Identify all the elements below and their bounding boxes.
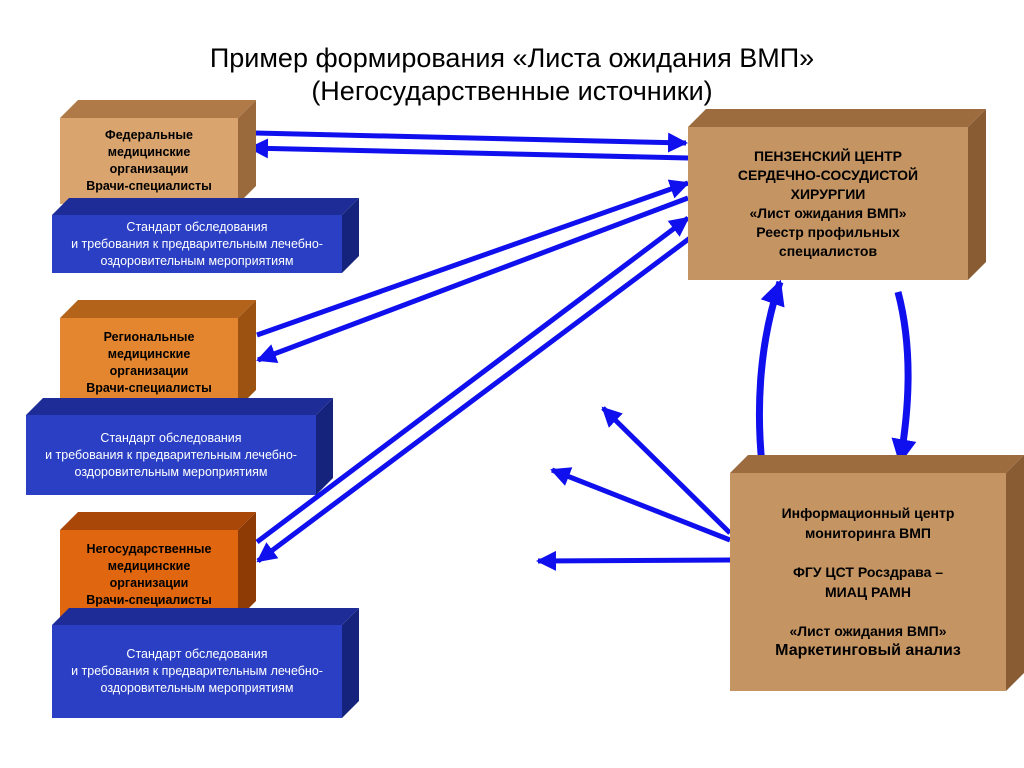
arrow-info-to-center (755, 279, 785, 466)
penza-center-box: ПЕНЗЕНСКИЙ ЦЕНТР СЕРДЕЧНО-СОСУДИСТОЙ ХИР… (688, 109, 986, 280)
title-line-2: (Негосударственные источники) (311, 76, 713, 106)
standard-text-line: и требования к предварительным лечебно- (45, 447, 297, 462)
title-line-1: Пример формирования «Листа ожидания ВМП» (209, 43, 815, 73)
info-text-line: ФГУ ЦСТ Росздрава – (792, 564, 944, 580)
org-name-line: Федеральные (105, 128, 193, 142)
box-front-face: Федеральные медицинские организации Врач… (60, 118, 238, 204)
box-side-face (238, 512, 256, 619)
box-top-face (688, 109, 986, 127)
nongov-org-box: Негосударственные медицинские организаци… (60, 512, 256, 619)
box-front-face: Стандарт обследования и требования к пре… (52, 625, 342, 718)
standard-box-2: Стандарт обследования и требования к пре… (26, 398, 333, 495)
slide-title: Пример формирования «Листа ожидания ВМП»… (0, 42, 1024, 108)
info-text-line: «Лист ожидания ВМП» (789, 623, 947, 639)
box-top-face (52, 198, 359, 215)
org-name-line: организации (109, 162, 189, 176)
arrow-center-to-federal (248, 138, 689, 161)
box-top-face (52, 608, 359, 625)
box-side-face (316, 398, 333, 495)
org-name-line: Врачи-специалисты (86, 381, 212, 395)
arrow-center-to-regional (256, 195, 689, 364)
org-name-line: медицинские (107, 347, 191, 361)
arrow-center-to-nongov (256, 235, 692, 564)
box-side-face (238, 100, 256, 204)
org-name-line: организации (109, 575, 189, 590)
org-name-line: медицинские (107, 558, 191, 573)
federal-org-box: Федеральные медицинские организации Врач… (60, 100, 256, 204)
standard-text-line: оздоровительным мероприятиям (74, 464, 268, 479)
arrow-nongov-to-center (255, 216, 690, 544)
standard-text-line: Стандарт обследования (100, 430, 242, 445)
box-top-face (60, 512, 256, 530)
arrow-center-to-info (891, 291, 917, 465)
box-front-face: Региональные медицинские организации Вра… (60, 318, 238, 408)
center-text-line: «Лист ожидания ВМП» (749, 205, 907, 221)
box-front-face: ПЕНЗЕНСКИЙ ЦЕНТР СЕРДЕЧНО-СОСУДИСТОЙ ХИР… (688, 127, 968, 280)
box-front-face: Негосударственные медицинские организаци… (60, 530, 238, 619)
arrow-info-out-1 (601, 406, 732, 535)
box-top-face (26, 398, 333, 415)
box-side-face (968, 109, 986, 280)
standard-text-line: и требования к предварительным лечебно- (71, 236, 323, 251)
center-text-line: ПЕНЗЕНСКИЙ ЦЕНТР (754, 148, 902, 164)
center-text-line: ХИРУРГИИ (790, 186, 866, 202)
standard-text-line: Стандарт обследования (126, 219, 268, 234)
info-text-line: Информационный центр (781, 505, 955, 521)
center-text-line: СЕРДЕЧНО-СОСУДИСТОЙ (737, 167, 919, 183)
org-name-line: медицинские (107, 145, 191, 159)
standard-text-line: оздоровительным мероприятиям (100, 681, 294, 695)
box-front-face: Стандарт обследования и требования к пре… (26, 415, 316, 495)
standard-text-line: Стандарт обследования (126, 647, 268, 661)
org-name-line: Врачи-специалисты (86, 592, 212, 607)
box-top-face (730, 455, 1024, 473)
arrow-info-out-3 (536, 550, 731, 571)
box-side-face (238, 300, 256, 408)
org-name-line: Негосударственные (86, 541, 212, 556)
box-front-face: Стандарт обследования и требования к пре… (52, 215, 342, 273)
standard-box-3: Стандарт обследования и требования к пре… (52, 608, 359, 718)
box-front-face: Информационный центр мониторинга ВМП ФГУ… (730, 473, 1006, 691)
info-text-line: мониторинга ВМП (805, 525, 931, 541)
arrow-info-out-2 (550, 467, 731, 543)
standard-text-line: и требования к предварительным лечебно- (71, 664, 323, 678)
standard-box-1: Стандарт обследования и требования к пре… (52, 198, 359, 273)
regional-org-box: Региональные медицинские организации Вра… (60, 300, 256, 408)
box-side-face (342, 608, 359, 718)
box-top-face (60, 100, 256, 118)
org-name-line: Региональные (103, 330, 195, 344)
center-text-line: Реестр профильных (756, 224, 900, 240)
org-name-line: Врачи-специалисты (86, 179, 212, 193)
info-text-line: Маркетинговый анализ (775, 642, 961, 659)
arrow-regional-to-center (256, 179, 690, 338)
box-side-face (342, 198, 359, 273)
arrow-federal-to-center (254, 130, 688, 153)
standard-text-line: оздоровительным мероприятиям (100, 253, 294, 268)
center-text-line: специалистов (778, 243, 878, 259)
org-name-line: организации (109, 364, 189, 378)
info-center-box: Информационный центр мониторинга ВМП ФГУ… (730, 455, 1024, 691)
box-top-face (60, 300, 256, 318)
info-text-line: МИАЦ РАМН (825, 584, 911, 600)
box-side-face (1006, 455, 1024, 691)
